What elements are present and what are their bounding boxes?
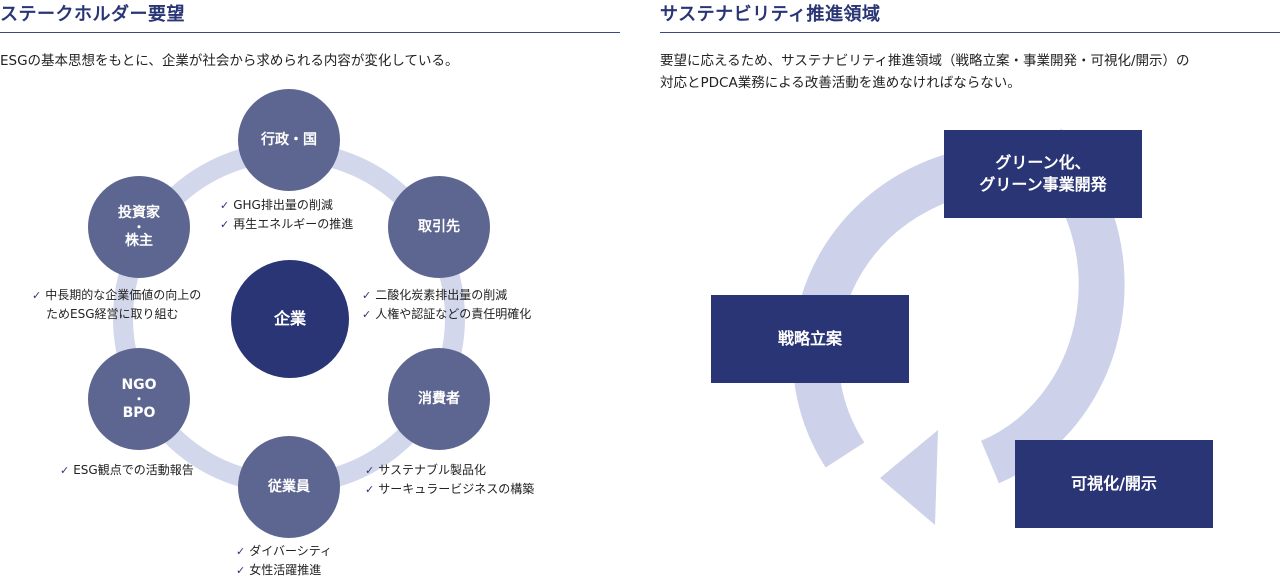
ngo-node: NGO ・ BPO [88,348,190,450]
check-icon: ✓ [365,483,375,496]
employee-bullets: ✓ダイバーシティ ✓女性活躍推進 [236,542,332,580]
visualize-disclose-box: 可視化/開示 [1015,440,1213,528]
partner-node: 取引先 [388,176,490,278]
employee-label: 従業員 [268,479,310,495]
government-node: 行政・国 [238,89,340,191]
government-label: 行政・国 [261,132,317,148]
strategy-label: 戦略立案 [777,329,842,348]
check-icon: ✓ [32,289,42,302]
company-label: 企業 [273,309,306,328]
bullet-item: ✓サーキュラービジネスの構築 [365,482,535,496]
bullet-item-continuation: ためESG経営に取り組む [46,307,179,321]
sustainability-title: サステナビリティ推進領域 [660,4,881,25]
check-icon: ✓ [362,308,372,321]
partner-label: 取引先 [418,219,460,235]
check-icon: ✓ [362,289,372,302]
investor-label-2: 株主 [125,233,153,249]
strategy-box: 戦略立案 [711,295,909,383]
investor-node: 投資家 ・ 株主 [88,176,190,278]
check-icon: ✓ [220,218,230,231]
check-icon: ✓ [60,464,70,477]
bullet-item: ✓中長期的な企業価値の向上の [32,288,202,302]
cycle-arrow-head [880,430,938,525]
sustainability-description-line-1: 要望に応えるため、サステナビリティ推進領域（戦略立案・事業開発・可視化/開示）の [660,53,1190,69]
check-icon: ✓ [236,564,246,577]
bullet-item: ✓人権や認証などの責任明確化 [362,307,532,321]
check-icon: ✓ [236,545,246,558]
ngo-label-2: BPO [122,405,156,421]
government-bullets: ✓GHG排出量の削減 ✓再生エネルギーの推進 [220,196,353,234]
check-icon: ✓ [365,464,375,477]
ngo-label-dot: ・ [132,392,145,406]
green-business-label-2: グリーン事業開発 [979,175,1107,194]
bullet-item: ✓サステナブル製品化 [365,463,486,477]
bullet-item: ✓ESG観点での活動報告 [60,463,194,477]
investor-label-1: 投資家 [118,205,160,221]
bullet-item: ✓二酸化炭素排出量の削減 [362,288,508,302]
consumer-bullets: ✓サステナブル製品化 ✓サーキュラービジネスの構築 [365,461,534,499]
sustainability-title-rule [660,32,1280,33]
stakeholder-title-rule [0,32,620,33]
green-business-box: グリーン化、 グリーン事業開発 [944,130,1142,218]
sustainability-description-line-2: 対応とPDCA業務による改善活動を進めなければならない。 [660,75,1021,91]
stakeholder-description: ESGの基本思想をもとに、企業が社会から求められる内容が変化している。 [0,53,459,69]
bullet-item: ✓GHG排出量の削減 [220,198,333,212]
stakeholder-title: ステークホルダー要望 [0,4,185,25]
partner-bullets: ✓二酸化炭素排出量の削減 ✓人権や認証などの責任明確化 [362,286,531,324]
sustainability-description: 要望に応えるため、サステナビリティ推進領域（戦略立案・事業開発・可視化/開示）の… [660,50,1190,94]
investor-bullets: ✓中長期的な企業価値の向上の ためESG経営に取り組む [32,286,201,323]
visualize-disclose-label: 可視化/開示 [1071,474,1157,493]
check-icon: ✓ [220,199,230,212]
investor-label-dot: ・ [132,220,145,234]
consumer-node: 消費者 [388,348,490,450]
company-node: 企業 [231,260,349,378]
green-business-label-1: グリーン化、 [995,153,1091,172]
employee-node: 従業員 [238,436,340,538]
bullet-item: ✓女性活躍推進 [236,563,322,577]
bullet-item: ✓ダイバーシティ [236,544,333,558]
consumer-label: 消費者 [418,391,460,407]
ngo-bullets: ✓ESG観点での活動報告 [60,461,194,480]
ngo-label-1: NGO [121,377,157,393]
bullet-item: ✓再生エネルギーの推進 [220,217,354,231]
